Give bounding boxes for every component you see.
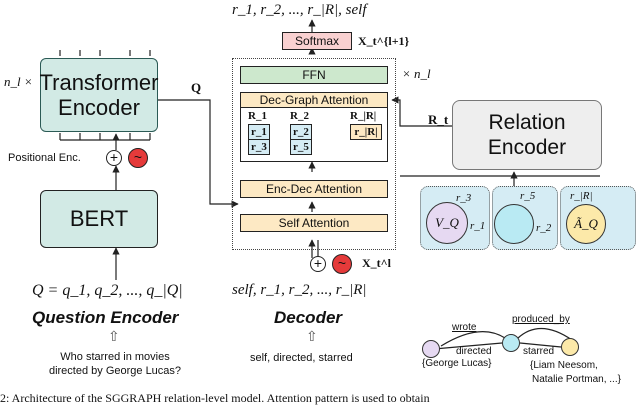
rR-stack: r_|R| (350, 124, 382, 140)
question-encoder-title: Question Encoder (32, 308, 179, 327)
positional-plus-icon: + (106, 150, 122, 166)
decoder-dashed-container (232, 58, 396, 250)
entity-george: {George Lucas} (422, 358, 492, 369)
graph-r2-label: r_2 (536, 222, 552, 234)
bert-block: BERT (40, 190, 158, 248)
x-input-label: X_t^l (362, 256, 391, 270)
vq-label: V_Q (435, 215, 459, 230)
softmax-label: Softmax (294, 34, 339, 48)
relation-encoder-line1: Relation (488, 111, 566, 134)
positional-wave-icon: ~ (128, 148, 148, 168)
edge-produced-label: produced_by (512, 314, 570, 325)
self-attention-label: Self Attention (278, 216, 350, 230)
decoder-arrow-icon: ⇧ (306, 328, 318, 344)
vq-node: V_Q (426, 202, 468, 244)
example-node-left (422, 340, 440, 358)
decoder-title: Decoder (274, 308, 343, 327)
decoder-wave-icon: ~ (332, 254, 352, 274)
edge-wrote-label: wrote (452, 322, 477, 333)
rt-label: R_t (428, 112, 449, 127)
question-arrow-icon: ⇧ (108, 328, 120, 344)
r5-node (494, 204, 534, 244)
dec-graph-attention-label: Dec-Graph Attention (259, 93, 369, 107)
relation-groups: R_1 r_1 r_3 R_2 r_2 r_5 R_|R| r_|R| (246, 110, 384, 160)
question-text: Who starred in movies directed by George… (48, 351, 182, 377)
positional-enc-label: Positional Enc. (8, 152, 81, 164)
r1-header: R_1 (248, 110, 267, 122)
transformer-encoder-block: Transformer Encoder (39, 58, 159, 132)
r1-item-1: r_1 (249, 125, 269, 140)
r1-stack: r_1 r_3 (248, 124, 270, 155)
entity-actors-line1: {Liam Neesom, (530, 360, 598, 371)
transformer-encoder-line1: Transformer (39, 70, 159, 95)
edge-directed-label: directed (456, 346, 492, 357)
example-node-right (561, 338, 579, 356)
edge-starred-label: starred (523, 346, 555, 357)
example-node-middle (502, 334, 520, 352)
rR-item-1: r_|R| (354, 126, 378, 138)
relation-encoder-block: Relation Encoder (452, 100, 602, 170)
decoder-plus-icon: + (310, 256, 326, 272)
aq-label: Ã_Q (574, 216, 598, 231)
aq-node: Ã_Q (566, 204, 606, 244)
dec-graph-attention-block: Dec-Graph Attention (240, 92, 388, 108)
graph-r1-label: r_1 (470, 220, 486, 232)
graph-rR-label: r_|R| (570, 190, 593, 202)
r2-stack: r_2 r_5 (290, 124, 312, 155)
graph-r5-label: r_5 (520, 190, 536, 202)
relation-graph-panels: V_Q r_3 r_1 r_5 r_2 Ã_Q r_|R| (420, 186, 638, 252)
query-formula: Q = q_1, q_2, ..., q_|Q| (32, 282, 183, 299)
self-attention-block: Self Attention (240, 214, 388, 232)
softmax-block: Softmax (282, 32, 352, 50)
r1-item-2: r_3 (251, 141, 267, 153)
graph-r3-label: r_3 (456, 192, 472, 204)
figure-caption: 2: Architecture of the SGGRAPH relation-… (0, 391, 430, 405)
ffn-block: FFN (240, 66, 388, 84)
decoder-input-text: self, directed, starred (250, 352, 353, 364)
r2-item-2: r_5 (293, 141, 309, 153)
r2-item-1: r_2 (291, 125, 311, 140)
ffn-label: FFN (302, 68, 326, 82)
transformer-repeat-label: n_l × (4, 74, 33, 89)
bert-label: BERT (69, 206, 129, 231)
x-next-label: X_t^{l+1} (358, 34, 410, 48)
rR-header: R_|R| (350, 110, 377, 122)
entity-actors-line2: Natalie Portman, ...} (532, 374, 621, 385)
input-tokens: self, r_1, r_2, ..., r_|R| (232, 282, 367, 298)
enc-dec-attention-label: Enc-Dec Attention (265, 182, 363, 196)
output-tokens: r_1, r_2, ..., r_|R|, self (232, 2, 367, 18)
transformer-encoder-line2: Encoder (58, 95, 140, 120)
relation-encoder-line2: Encoder (487, 136, 567, 159)
enc-dec-attention-block: Enc-Dec Attention (240, 180, 388, 198)
q-label: Q (191, 80, 202, 95)
r2-header: R_2 (290, 110, 309, 122)
decoder-repeat-label: × n_l (402, 66, 431, 81)
